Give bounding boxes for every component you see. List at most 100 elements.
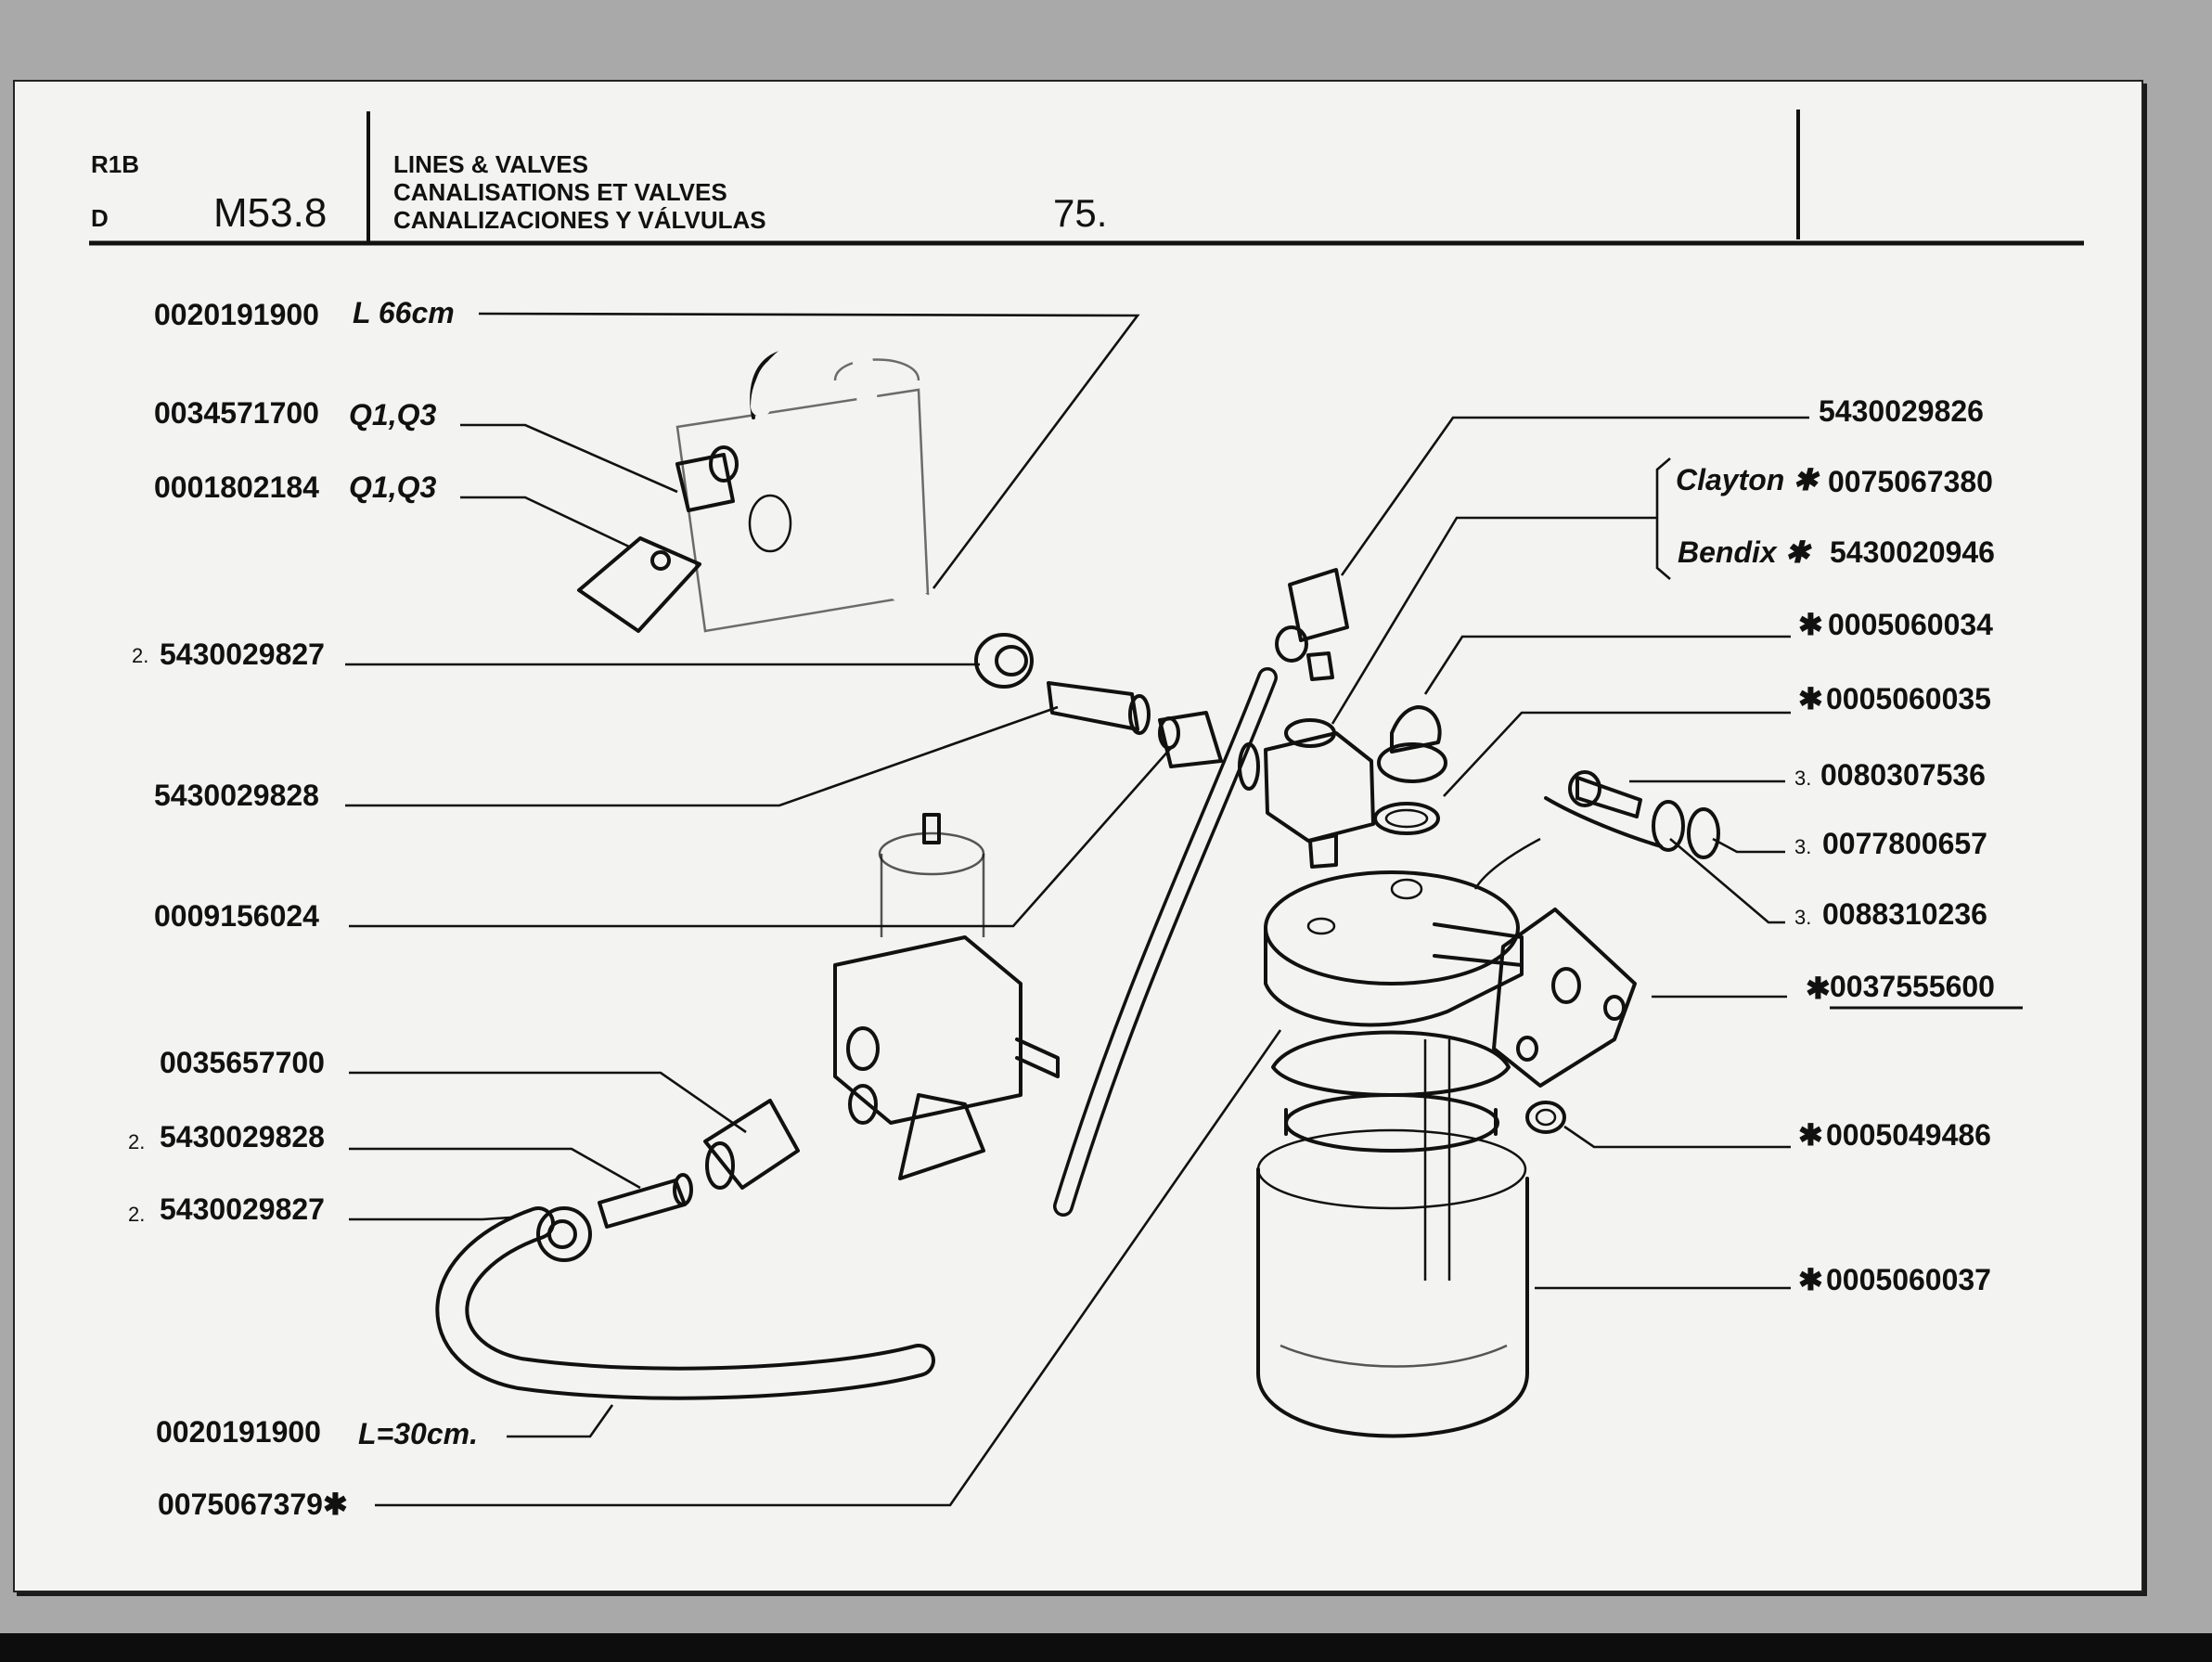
tee-fitting — [1238, 718, 1375, 869]
header-block: R1B D M53.8 LINES & VALVES CANALISATIONS… — [89, 110, 2084, 246]
part-number: 5430029826 — [1819, 394, 1984, 428]
elbow-adapter-q1 — [577, 536, 701, 633]
leader-line — [349, 1071, 747, 1134]
leader-line — [1340, 416, 1809, 576]
callout-0005049486: ✱ 0005049486 — [1563, 1118, 1991, 1152]
leader-line — [1563, 1125, 1791, 1149]
callout-0020191900-66: 0020191900 L 66cm — [154, 296, 1140, 589]
quantity: 2. — [128, 1203, 145, 1226]
leader-line — [375, 1029, 1282, 1507]
reservoir-0005060037 — [1256, 870, 1637, 1438]
leader-line — [478, 312, 1140, 589]
clamp-strap — [1473, 837, 1541, 890]
marker: ✱ — [1798, 682, 1823, 715]
marker: ✱ — [1798, 1118, 1823, 1152]
callout-5430029828-a: 5430029828 — [154, 705, 1059, 812]
part-number: 0020191900 — [154, 298, 319, 331]
part-number: 5430029828 — [160, 1120, 325, 1153]
callout-5430029828-b: 2. 5430029828 — [128, 1120, 641, 1190]
part-number: 0005060034 — [1828, 608, 1993, 641]
part-note: L 66cm — [353, 296, 455, 329]
callout-0005060035: ✱ 0005060035 — [1443, 682, 1991, 797]
filler-cap-0005060034 — [1377, 705, 1447, 783]
bracket-leader — [1331, 457, 1671, 725]
brand-prefix: Clayton ✱ — [1676, 463, 1820, 496]
washer-0005049486 — [1525, 1101, 1566, 1134]
callout-5430029827-a: 2. 5430029827 — [132, 638, 980, 671]
marker: ✱ — [1798, 1263, 1823, 1296]
nut-5430029827-lower — [536, 1206, 592, 1262]
part-number: 5430029828 — [154, 779, 319, 812]
part-note: L=30cm. — [358, 1417, 478, 1450]
tube-0075067379 — [1053, 667, 1278, 1217]
leader-line — [349, 1147, 641, 1190]
variant-code: D — [91, 204, 109, 232]
leader-line — [1443, 711, 1791, 797]
quantity: 3. — [1794, 835, 1811, 858]
leader-line — [345, 705, 1059, 807]
hose-30cm — [435, 1206, 935, 1400]
part-number: 5430029827 — [160, 1192, 325, 1226]
elbow-0035657700 — [703, 1099, 800, 1190]
leader-line — [1712, 837, 1785, 854]
part-number: 0075067379✱ — [158, 1488, 348, 1521]
scan-border — [0, 1633, 2212, 1662]
callout-bendix: Bendix ✱ 5430020946 — [1678, 535, 1995, 569]
part-note: Q1,Q3 — [349, 470, 436, 504]
part-number: 0001802184 — [154, 470, 319, 504]
part-number: 0080307536 — [1820, 758, 1986, 792]
part-number: 0005060035 — [1826, 682, 1991, 715]
part-number: 0005049486 — [1826, 1118, 1991, 1152]
part-number: 0075067380 — [1828, 465, 1993, 498]
washer-0077800657 — [1652, 800, 1720, 859]
leader-line — [349, 747, 1172, 928]
callout-0077800657: 3. 0077800657 — [1712, 827, 1987, 860]
leader-line — [507, 1404, 614, 1438]
callout-0020191900-30: 0020191900 L=30cm. — [156, 1404, 614, 1450]
part-number: 0034571700 — [154, 396, 319, 430]
title-french: CANALISATIONS ET VALVES — [393, 178, 727, 206]
quantity: 3. — [1794, 767, 1811, 790]
callout-0005060034: ✱ 0005060034 — [1423, 608, 1993, 695]
part-number: 0088310236 — [1822, 897, 1987, 931]
brand-prefix: Bendix ✱ — [1678, 535, 1813, 569]
part-note: Q1,Q3 — [349, 398, 436, 432]
nipple-5430029828-lower — [598, 1173, 693, 1229]
bolt-0080307536 — [1568, 770, 1642, 818]
callout-5430029827-b: 2. 5430029827 — [128, 1192, 539, 1226]
quantity: 3. — [1794, 906, 1811, 929]
part-number: 0009156024 — [154, 899, 319, 933]
part-number: 0037555600 — [1830, 970, 1995, 1003]
catalog-page — [13, 80, 2143, 1592]
callout-0080307536: 3. 0080307536 — [1629, 758, 1986, 792]
callout-0088310236: 3. 0088310236 — [1669, 838, 1987, 931]
nipple-5430029828-upper — [1047, 681, 1151, 735]
leader-line — [1423, 635, 1791, 695]
callout-0035657700: 0035657700 — [160, 1046, 747, 1134]
seal-ring-0005060035 — [1373, 802, 1440, 835]
leader-line — [460, 496, 632, 549]
banjo-5430029826 — [1275, 568, 1349, 681]
part-number: 0020191900 — [156, 1415, 321, 1449]
marker: ✱ — [1798, 608, 1823, 641]
title-spanish: CANALIZACIONES Y VÁLVULAS — [393, 206, 766, 234]
callout-0001802184: 0001802184 Q1,Q3 — [154, 470, 632, 549]
quantity: 2. — [132, 644, 148, 667]
leader-line — [1669, 838, 1785, 924]
callout-0075067379: 0075067379✱ — [158, 1029, 1282, 1521]
nut-5430029827-upper — [974, 633, 1034, 689]
relay-valve-0009156024 — [833, 813, 1060, 1180]
callout-clayton: Clayton ✱ 0075067380 — [1676, 463, 1993, 498]
part-number: 0035657700 — [160, 1046, 325, 1079]
quantity: 2. — [128, 1130, 145, 1153]
left-callouts: 0020191900 L 66cm 0034571700 Q1,Q3 00018… — [128, 296, 1282, 1521]
hose-66cm — [751, 331, 968, 643]
title-english: LINES & VALVES — [393, 150, 588, 178]
callout-0009156024: 0009156024 — [154, 747, 1172, 933]
callout-0034571700: 0034571700 Q1,Q3 — [154, 396, 678, 494]
part-number: 5430020946 — [1830, 535, 1995, 569]
right-callouts: 5430029826 Clayton ✱ 0075067380 Bendix ✱… — [1331, 394, 2023, 1296]
part-number: 0077800657 — [1822, 827, 1987, 860]
callout-5430029826: 5430029826 — [1340, 394, 1984, 576]
